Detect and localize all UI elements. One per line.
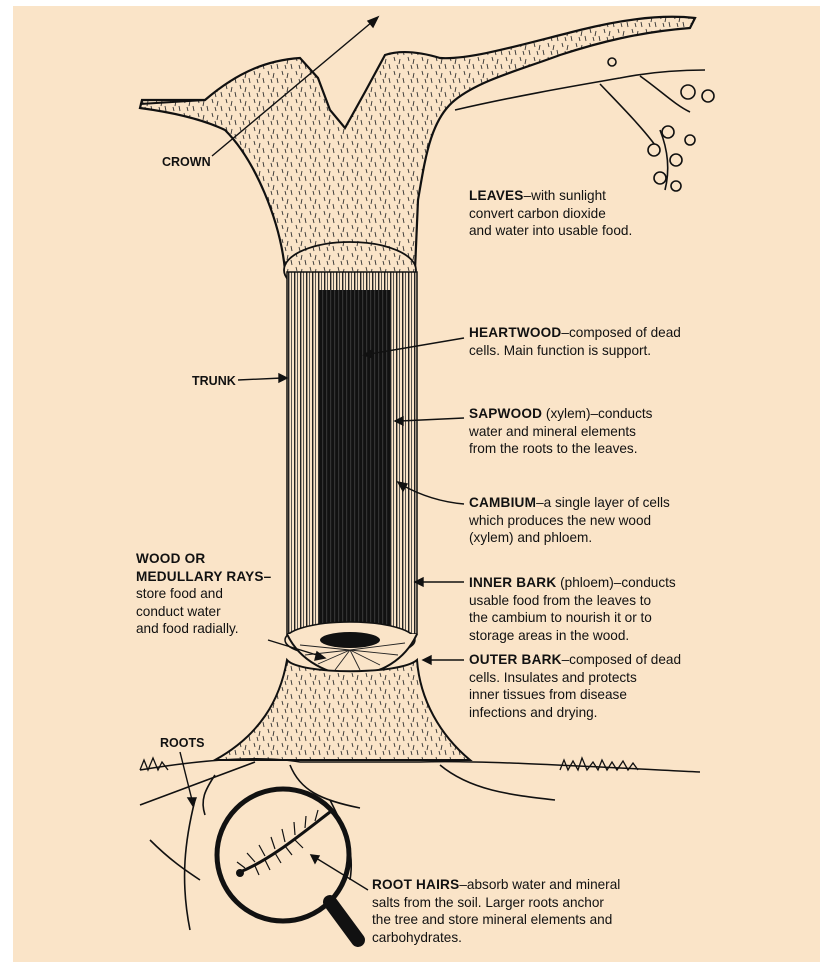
trunk-section: [285, 272, 417, 675]
root-hairs-heading: ROOT HAIRS: [372, 877, 459, 892]
cambium-annotation: CAMBIUM–a single layer of cells which pr…: [469, 494, 670, 547]
inner-bark-heading: INNER BARK: [469, 575, 556, 590]
crown-label: CROWN: [162, 155, 211, 169]
roots-label: ROOTS: [160, 736, 204, 750]
leaves-heading: LEAVES: [469, 188, 524, 203]
root-hairs-annotation: ROOT HAIRS–absorb water and mineral salt…: [372, 876, 620, 946]
sapwood-heading: SAPWOOD: [469, 406, 542, 421]
trunk-label: TRUNK: [192, 374, 236, 388]
inner-bark-annotation: INNER BARK (phloem)–conducts usable food…: [469, 574, 676, 644]
cambium-heading: CAMBIUM: [469, 495, 536, 510]
wood-rays-text: store food and conduct water and food ra…: [136, 586, 239, 636]
heartwood-annotation: HEARTWOOD–composed of dead cells. Main f…: [469, 324, 681, 359]
sapwood-annotation: SAPWOOD (xylem)–conducts water and miner…: [469, 405, 652, 458]
outer-bark-heading: OUTER BARK: [469, 652, 562, 667]
heartwood-heading: HEARTWOOD: [469, 325, 561, 340]
outer-bark-annotation: OUTER BARK–composed of dead cells. Insul…: [469, 651, 681, 721]
leaves-annotation: LEAVES–with sunlight convert carbon diox…: [469, 187, 632, 240]
wood-rays-annotation: WOOD OR MEDULLARY RAYS– store food and c…: [136, 550, 271, 638]
magnifying-glass-icon: [217, 789, 358, 940]
wood-rays-heading: WOOD OR MEDULLARY RAYS–: [136, 551, 271, 584]
